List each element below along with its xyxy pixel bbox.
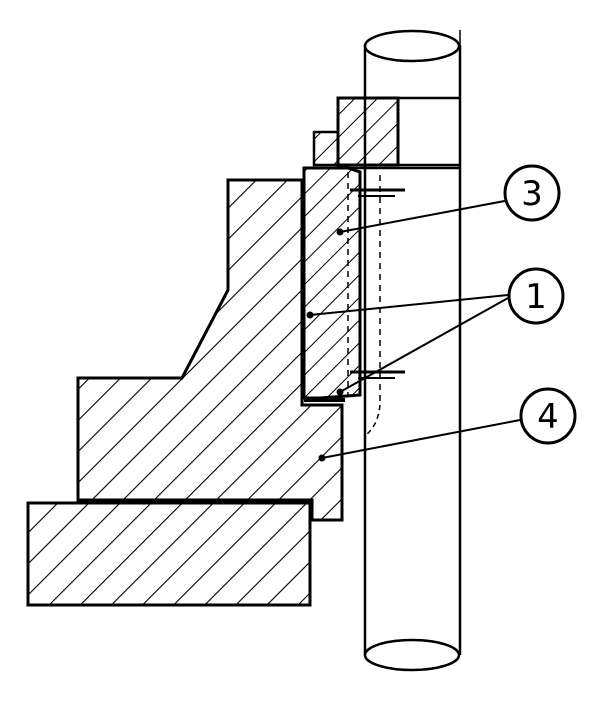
callout-label-3: 3 [521, 174, 543, 214]
housing-body [76, 178, 344, 522]
sleeve [302, 166, 362, 400]
callout-4: 4 [519, 387, 577, 445]
callout-label-1: 1 [525, 277, 547, 317]
step-piece [312, 130, 340, 167]
shaft-bottom-ellipse [363, 638, 461, 672]
shaft-top-ellipse [363, 29, 461, 63]
callout-label-4: 4 [537, 397, 559, 437]
callout-3: 3 [503, 164, 561, 222]
base-plate [26, 501, 312, 607]
leader-lines [306, 199, 521, 462]
callout-1: 1 [507, 267, 565, 325]
upper-block [336, 96, 400, 167]
